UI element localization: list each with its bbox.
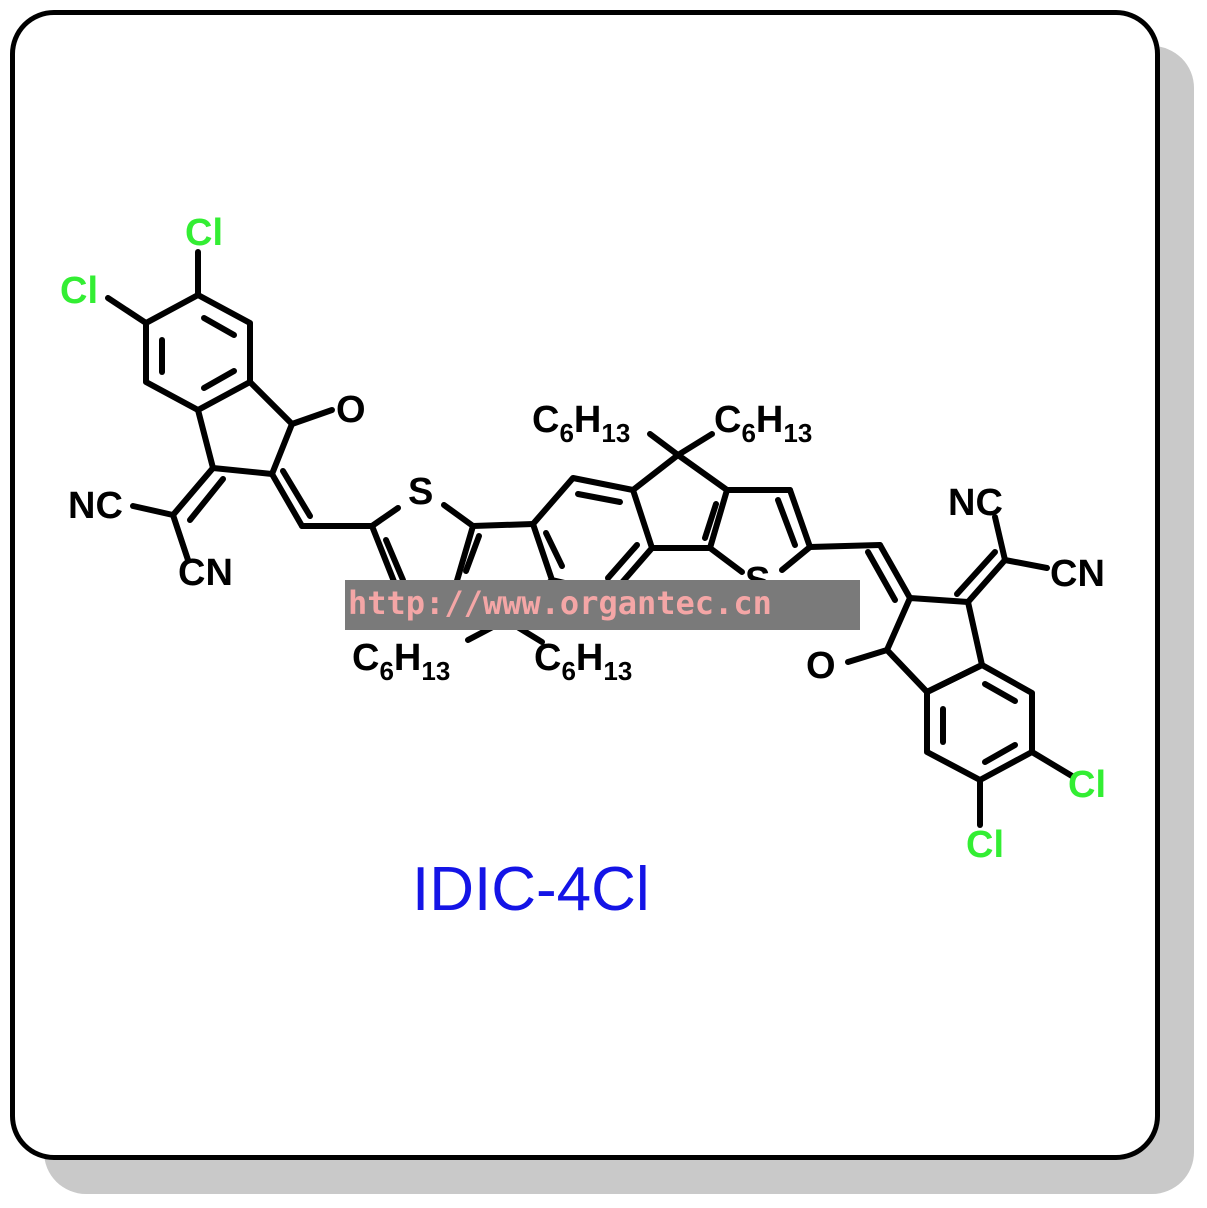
nitrile-label-left-1: NC (68, 485, 123, 527)
hexyl-label-bottom-right: C6H13 (534, 637, 632, 686)
watermark: http://www.organtec.cn (345, 580, 860, 630)
bond-skeleton (105, 249, 1075, 828)
nitrile-label-left-2: CN (178, 552, 233, 594)
watermark-text: http://www.organtec.cn (348, 584, 772, 622)
chlorine-label-top-left: Cl (185, 212, 223, 254)
hexyl-label-bottom-left: C6H13 (352, 637, 450, 686)
sulfur-label-left: S (408, 471, 433, 513)
nitrile-label-right-1: NC (948, 482, 1003, 524)
atom-labels: Cl Cl O NC CN S S O NC CN Cl Cl C6H13 C6… (60, 212, 1106, 866)
hexyl-label-top-left: C6H13 (532, 399, 630, 448)
oxygen-label-right: O (806, 645, 836, 687)
watermark-band (345, 580, 860, 630)
nitrile-label-right-2: CN (1050, 553, 1105, 595)
chlorine-label-right: Cl (1068, 764, 1106, 806)
chlorine-label-left: Cl (60, 270, 98, 312)
hexyl-label-top-right: C6H13 (714, 399, 812, 448)
oxygen-label-left: O (336, 389, 366, 431)
chlorine-label-bottom-right: Cl (966, 824, 1004, 866)
compound-name: IDIC-4Cl (412, 855, 650, 924)
